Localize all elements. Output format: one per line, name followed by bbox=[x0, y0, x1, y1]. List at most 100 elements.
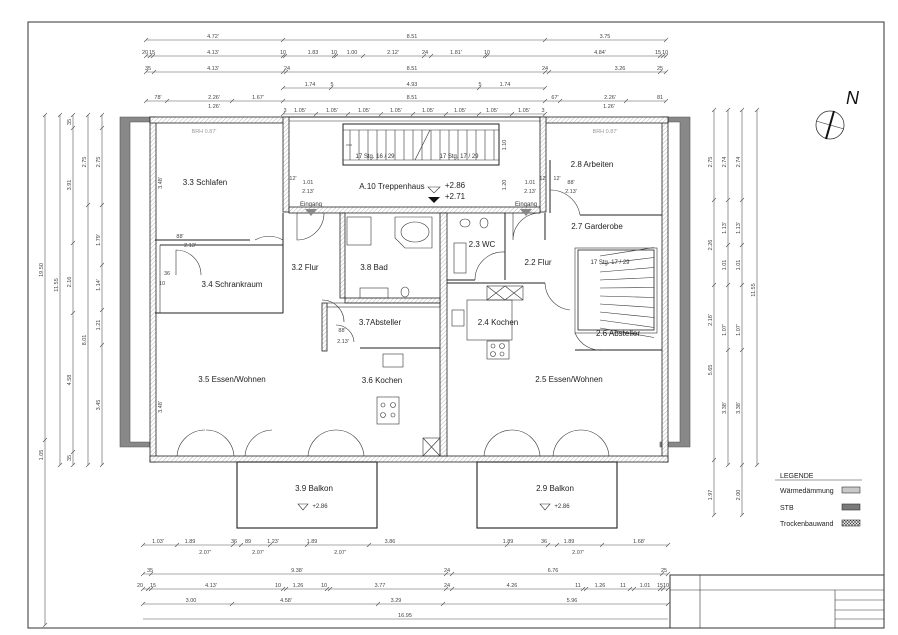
dimension-line bbox=[70, 449, 76, 455]
main-staircase bbox=[342, 123, 500, 166]
door-dim: 2.13' bbox=[565, 189, 577, 195]
legend-item: Wärmedämmung bbox=[780, 488, 834, 495]
left-concrete-wall bbox=[119, 116, 151, 448]
dimension-label: 1.13' bbox=[722, 222, 728, 234]
dimension-line bbox=[378, 111, 384, 117]
dimension-label: 2.75 bbox=[708, 157, 714, 168]
dimension-line bbox=[99, 125, 105, 131]
dimension-line bbox=[657, 586, 663, 592]
dimension-label: 2.07' bbox=[334, 550, 346, 556]
dimension-label: 16.95 bbox=[398, 613, 412, 619]
dimension-label: 11.55 bbox=[751, 283, 757, 296]
dimension-label: 1.26' bbox=[208, 104, 220, 110]
dimension-line bbox=[546, 69, 552, 75]
dimension-line bbox=[739, 282, 745, 288]
door-dim: 1.01 bbox=[525, 180, 536, 186]
dimension-label: 15 bbox=[655, 50, 661, 56]
dimension-line bbox=[599, 542, 605, 548]
door-dim: 88' bbox=[338, 328, 345, 334]
level-label: +2.86 bbox=[554, 504, 570, 510]
dimension-label: 1.26' bbox=[603, 104, 615, 110]
bathtub-icon bbox=[394, 216, 433, 249]
dimension-label: 19.50 bbox=[39, 263, 45, 277]
dimension-label: 9.38' bbox=[291, 568, 303, 574]
dimension-label: 8.51 bbox=[407, 34, 418, 40]
dimension-label: 8.51 bbox=[407, 66, 418, 72]
dimension-label: 1.89 bbox=[503, 539, 514, 545]
dimension-label: 2.07' bbox=[252, 550, 264, 556]
dimension-label: 10 bbox=[275, 583, 281, 589]
dimension-line bbox=[476, 85, 482, 91]
level-label: +2.86 bbox=[312, 504, 328, 510]
dimension-line bbox=[230, 542, 236, 548]
dimension-label: 1.68' bbox=[633, 539, 645, 545]
dimension-line bbox=[663, 37, 669, 43]
dimension-line bbox=[143, 98, 149, 104]
room-label: 2.4 Kochen bbox=[478, 318, 518, 327]
dimension-label: 2.74 bbox=[722, 157, 728, 168]
dimension-line bbox=[328, 85, 334, 91]
dimension-line bbox=[85, 202, 91, 208]
washbasin-icon bbox=[459, 218, 471, 228]
legend-title: LEGENDE bbox=[780, 473, 814, 480]
dimension-line bbox=[739, 107, 745, 113]
dimension-line bbox=[280, 69, 286, 75]
legend: LEGENDE Wärmedämmung STB Trockenbauwand bbox=[775, 473, 862, 528]
dimension-label: 1.26 bbox=[293, 583, 304, 589]
dimension-label: 11.55 bbox=[54, 278, 60, 291]
dimension-line bbox=[282, 53, 288, 59]
dimension-line bbox=[360, 53, 366, 59]
dimension-label: 4.26 bbox=[507, 583, 518, 589]
dimension-line bbox=[711, 282, 717, 288]
dimension-line bbox=[150, 53, 156, 59]
shower-icon bbox=[346, 216, 372, 246]
dimension-label: 10 bbox=[331, 50, 337, 56]
dimension-line bbox=[70, 310, 76, 316]
door-dim: 36 bbox=[164, 271, 170, 277]
dimension-label: 1.21 bbox=[96, 320, 102, 331]
dimension-line bbox=[657, 53, 663, 59]
dimension-line bbox=[504, 542, 510, 548]
dimension-label: 1.05' bbox=[518, 108, 530, 114]
dimension-line bbox=[663, 98, 669, 104]
room-label: 3.5 Essen/Wohnen bbox=[198, 375, 265, 384]
dimension-line bbox=[739, 462, 745, 468]
sill-height-label: BRH 0.87' bbox=[192, 129, 217, 135]
dimension-line bbox=[143, 69, 149, 75]
stair-label: 17 Stg. 17 / 29 bbox=[439, 154, 479, 160]
dimension-label: 4.84' bbox=[594, 50, 606, 56]
dimension-label: 1.97 bbox=[708, 490, 714, 501]
dimension-line bbox=[410, 111, 416, 117]
dimension-label: 1.01 bbox=[722, 260, 728, 271]
dimension-label: 1.05' bbox=[422, 108, 434, 114]
dimension-line bbox=[280, 53, 286, 59]
height-dim: 1.10 bbox=[502, 140, 508, 151]
dimension-label: 10 bbox=[280, 50, 286, 56]
dimension-line bbox=[57, 112, 63, 118]
dimension-line bbox=[375, 601, 381, 607]
dimension-label: 1.83 bbox=[308, 50, 319, 56]
dimension-label: 3.86 bbox=[385, 539, 396, 545]
dimension-line bbox=[665, 601, 671, 607]
dimension-label: 4.72' bbox=[207, 34, 219, 40]
legend-item: Trockenbauwand bbox=[780, 521, 834, 528]
dimension-label: 35 bbox=[147, 568, 153, 574]
dimension-line bbox=[147, 53, 153, 59]
door-dim: 10 bbox=[159, 281, 165, 287]
exterior-walls bbox=[149, 116, 669, 463]
room-label: 3.4 Schrankraum bbox=[202, 280, 263, 289]
dimension-label: 36 bbox=[541, 539, 547, 545]
dimension-label: 1.14' bbox=[96, 279, 102, 291]
dimension-label: 1.13' bbox=[736, 222, 742, 234]
dimension-line bbox=[99, 342, 105, 348]
dimension-label: 4.58' bbox=[280, 598, 292, 604]
dimension-label: 2.18' bbox=[708, 314, 714, 326]
dimension-line bbox=[331, 53, 337, 59]
room-label: 3.3 Schlafen bbox=[183, 178, 227, 187]
sheet-border bbox=[27, 21, 885, 629]
dimension-line bbox=[345, 111, 351, 117]
dimension-label: 4.93 bbox=[407, 82, 418, 88]
dimension-label: 1.07' bbox=[736, 324, 742, 336]
room-label: 3.2 Flur bbox=[291, 263, 318, 272]
dimension-label: 4.13' bbox=[205, 583, 217, 589]
